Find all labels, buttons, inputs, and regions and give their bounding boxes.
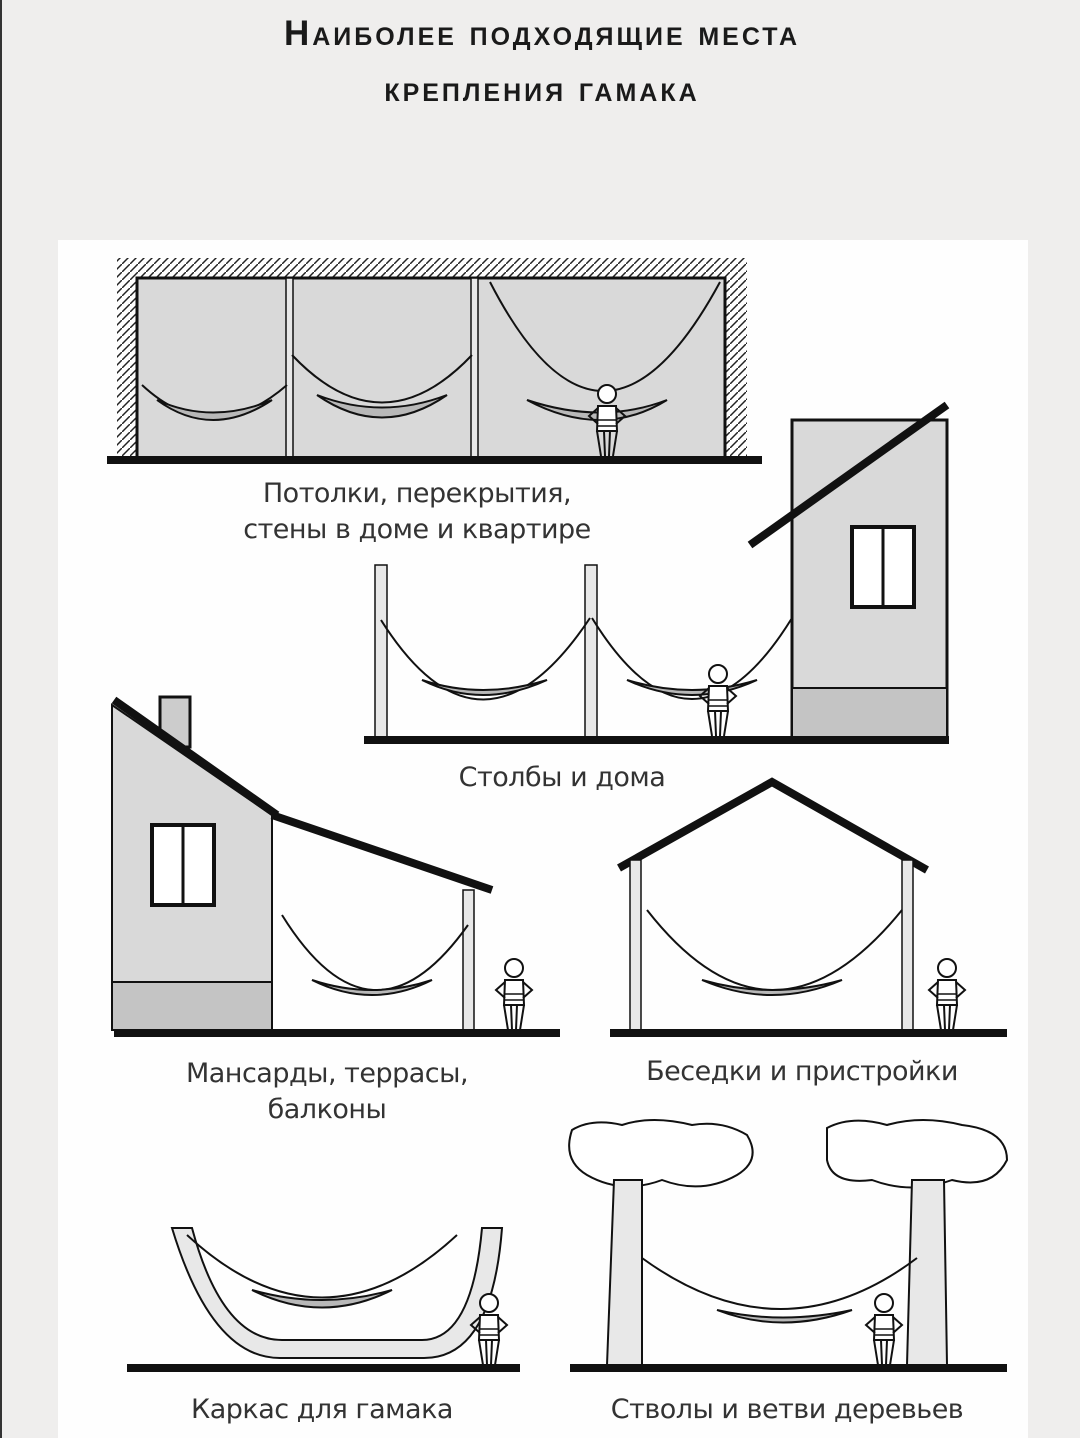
scene-frame: [127, 1227, 520, 1372]
caption-posts-houses: Столбы и дома: [382, 760, 742, 796]
scene-room: [107, 258, 762, 464]
caption-posts-houses-line-1: Столбы и дома: [458, 762, 666, 793]
caption-trees: Стволы и ветви деревьев: [562, 1392, 1012, 1428]
title-line-1: Наиболее подходящие места: [283, 14, 801, 53]
caption-attics: Мансарды, террасы, балконы: [122, 1056, 532, 1128]
caption-ceilings-line-2: стены в доме и квартире: [243, 514, 591, 545]
caption-ceilings: Потолки, перекрытия, стены в доме и квар…: [182, 476, 652, 548]
scene-gazebo: [610, 777, 1007, 1037]
title-line-2: крепления гамака: [384, 70, 700, 109]
scene-posts-house: [364, 401, 950, 744]
scene-trees: [568, 1119, 1009, 1372]
caption-ceilings-line-1: Потолки, перекрытия,: [262, 478, 572, 509]
caption-attics-line-2: балконы: [267, 1094, 387, 1125]
caption-attics-line-1: Мансарды, террасы,: [185, 1058, 469, 1089]
caption-gazebos: Беседки и пристройки: [592, 1054, 1012, 1090]
caption-gazebos-line-1: Беседки и пристройки: [646, 1056, 958, 1087]
scene-attic-terrace: [111, 695, 560, 1037]
caption-trees-line-1: Стволы и ветви деревьев: [610, 1394, 964, 1425]
caption-frame-line-1: Каркас для гамака: [191, 1394, 453, 1425]
caption-frame: Каркас для гамака: [122, 1392, 522, 1428]
